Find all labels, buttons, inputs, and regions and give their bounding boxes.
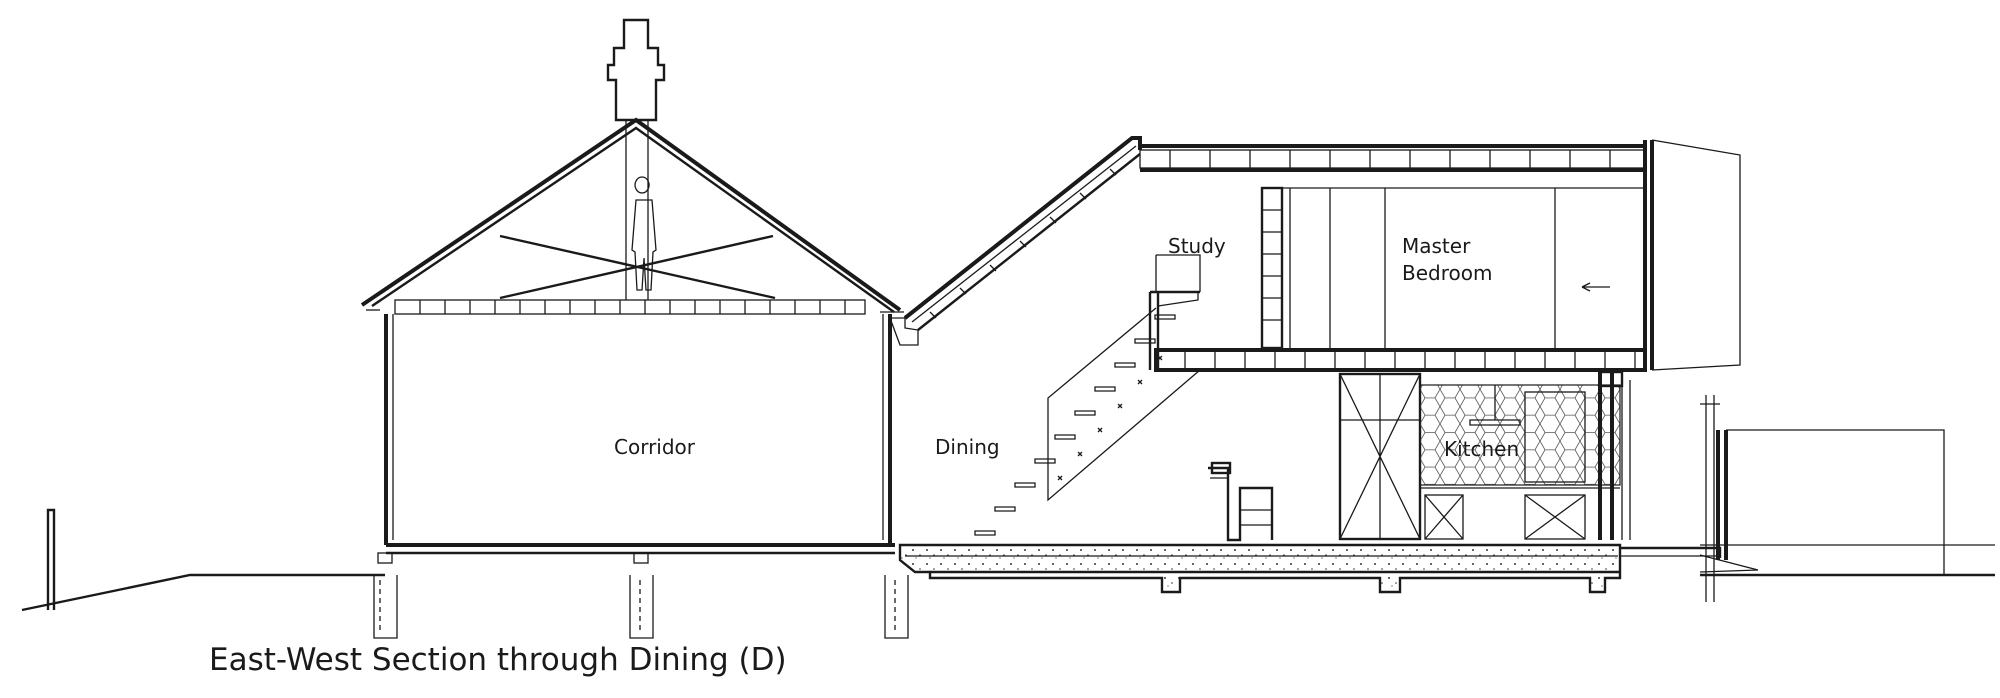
human-figure bbox=[631, 176, 657, 291]
bar-stool bbox=[1208, 461, 1274, 542]
sloped-roof bbox=[889, 136, 1142, 346]
label-dining: Dining bbox=[935, 435, 1000, 459]
label-master-line2: Bedroom bbox=[1402, 261, 1492, 285]
external-deck-fence bbox=[1620, 395, 1995, 602]
kitchen-joinery bbox=[1338, 370, 1631, 541]
drawing-title: East-West Section through Dining (D) bbox=[209, 642, 787, 678]
label-study: Study bbox=[1168, 234, 1226, 258]
label-corridor: Corridor bbox=[614, 435, 696, 459]
pitched-roof bbox=[360, 117, 904, 315]
upper-storey bbox=[1139, 139, 1741, 372]
chimney bbox=[606, 18, 666, 300]
label-master-line1: Master bbox=[1402, 234, 1471, 258]
label-kitchen: Kitchen bbox=[1444, 437, 1519, 461]
stair bbox=[974, 307, 1201, 536]
corridor-walls bbox=[373, 314, 909, 639]
concrete-slab bbox=[898, 543, 1622, 594]
ground-line bbox=[21, 508, 1995, 612]
